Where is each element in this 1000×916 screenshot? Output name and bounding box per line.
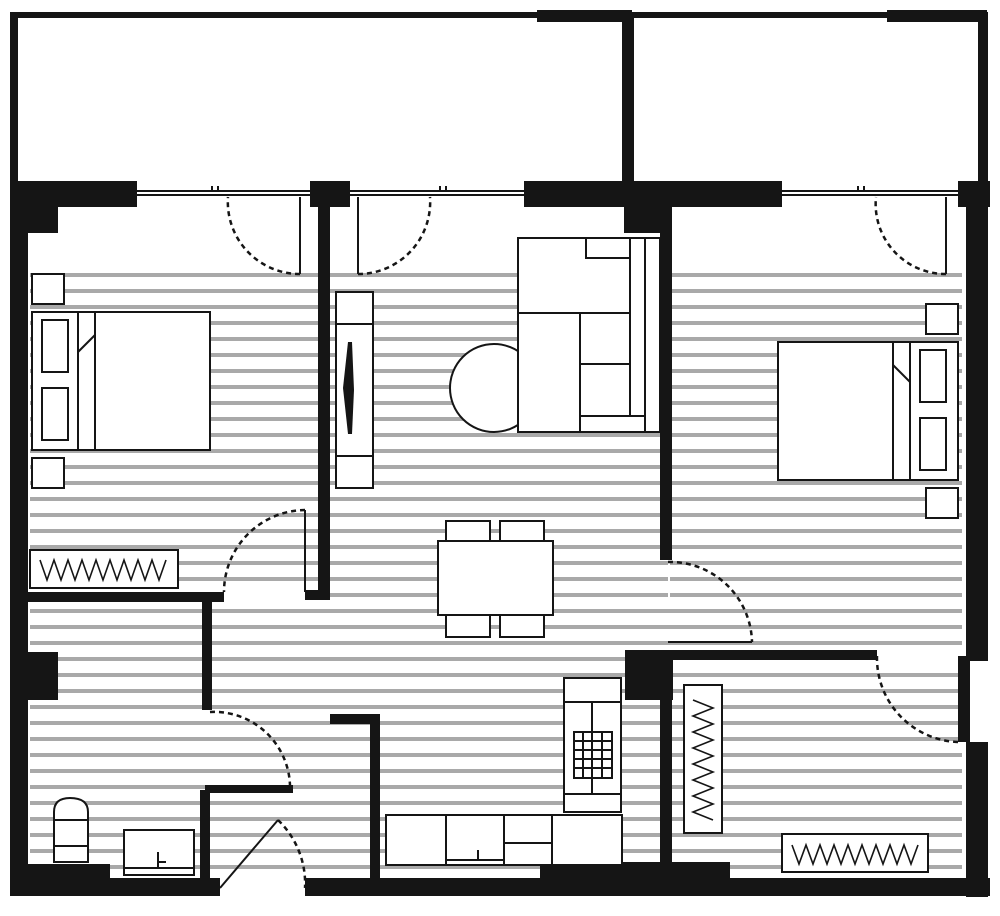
balcony-walls xyxy=(10,10,988,184)
dining-table xyxy=(437,520,554,638)
nightstand-left-top xyxy=(31,273,65,305)
interior-walls xyxy=(24,205,877,880)
double-bed-left xyxy=(31,311,211,451)
sink xyxy=(123,829,195,876)
tv-cabinet xyxy=(335,291,374,489)
l-shaped-sofa xyxy=(517,237,661,433)
nightstand-right-bottom xyxy=(925,487,959,519)
wardrobe-tall xyxy=(683,684,723,834)
doors xyxy=(209,196,959,889)
kitchen-counter xyxy=(385,814,623,866)
windows xyxy=(137,186,958,196)
wardrobe-low xyxy=(781,833,929,873)
toilet xyxy=(53,796,89,863)
nightstand-right-top xyxy=(925,303,959,335)
exterior-walls xyxy=(10,181,990,897)
nightstand-left-bottom xyxy=(31,457,65,489)
wardrobe-left xyxy=(29,549,179,589)
double-bed-right xyxy=(777,341,959,481)
refrigerator xyxy=(563,677,622,813)
